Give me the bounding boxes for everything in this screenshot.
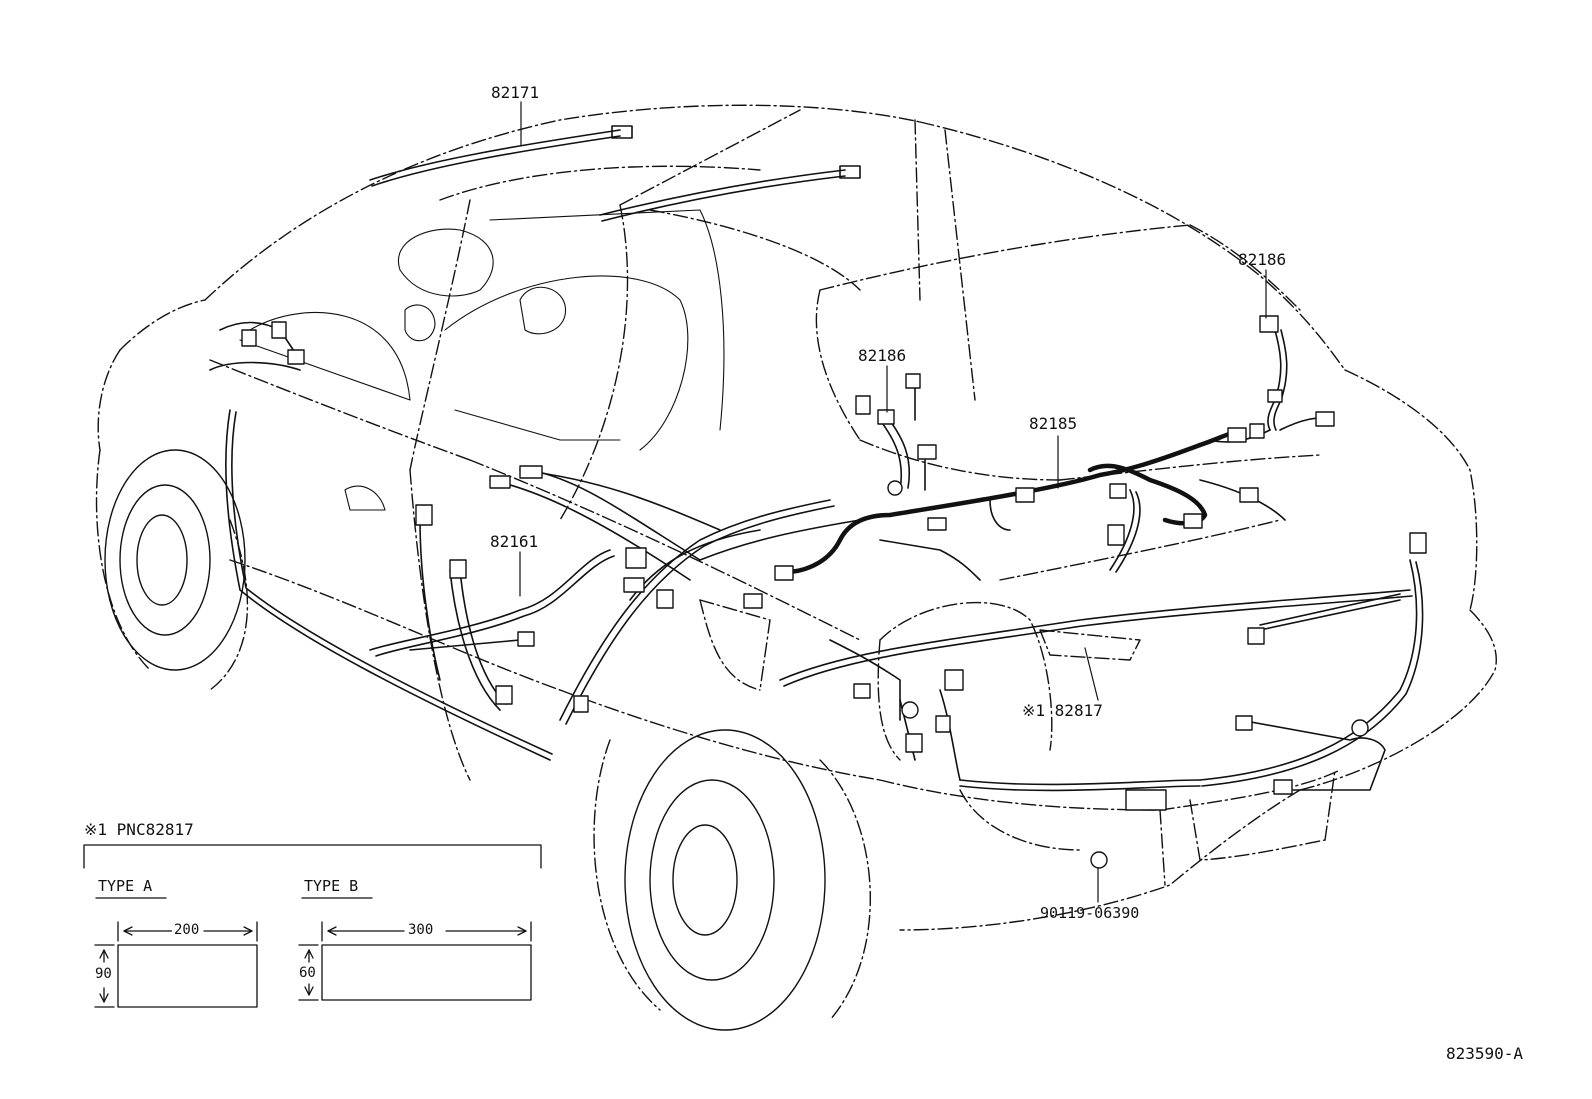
back-door-harness-bold — [787, 429, 1238, 575]
type-b-shape — [321, 944, 532, 1001]
callout-roof-harness[interactable]: 82171 — [491, 83, 540, 102]
type-a-shape — [117, 944, 258, 1008]
body-outline — [97, 104, 1497, 931]
type-a-width: 200 — [172, 922, 202, 938]
callout-back-door-wire-right[interactable]: 82186 — [1238, 250, 1287, 269]
figure-code: 823590-A — [1446, 1044, 1524, 1063]
leader-lines — [519, 101, 1267, 903]
type-a-label: TYPE A — [98, 877, 153, 895]
connectors — [241, 315, 1427, 869]
callout-back-door-harness[interactable]: 82185 — [1029, 414, 1078, 433]
type-a-height: 90 — [93, 966, 114, 982]
rear-wheel — [593, 729, 871, 1031]
type-b-label: TYPE B — [304, 877, 359, 895]
callout-floor-harness[interactable]: 82161 — [490, 532, 539, 551]
note-panel — [83, 844, 542, 1008]
note-header: ※1 PNC82817 — [84, 820, 194, 839]
type-b-height: 60 — [297, 965, 318, 981]
callout-protector[interactable]: ※1 82817 — [1022, 701, 1103, 720]
interior-lines — [239, 209, 725, 511]
callout-back-door-wire-left[interactable]: 82186 — [858, 346, 907, 365]
front-wheel — [95, 449, 249, 691]
type-b-width: 300 — [406, 922, 436, 938]
wire-harnesses — [209, 125, 1424, 792]
callout-bolt[interactable]: 90119-06390 — [1040, 904, 1140, 922]
